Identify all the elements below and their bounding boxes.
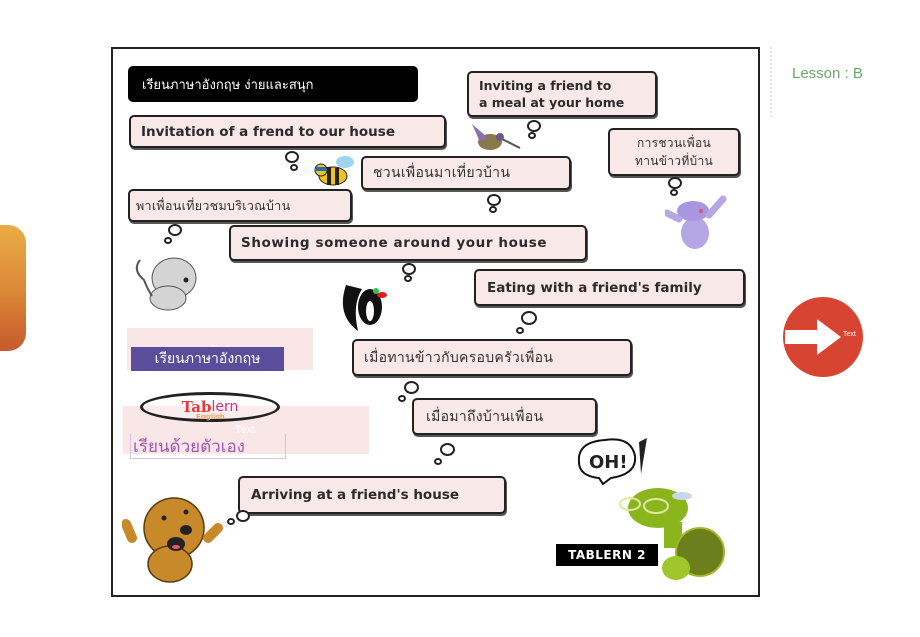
thought-circle	[516, 327, 524, 334]
bubble-text: Showing someone around your house	[241, 235, 548, 251]
logo-lern-text: lern	[211, 399, 239, 415]
bubble-text: Arriving at a friend's house	[251, 487, 460, 503]
turtle-illustration	[619, 488, 725, 580]
logo-tab-text: Tab	[181, 398, 212, 416]
title-text: เรียนภาษาอังกฤษ ง่ายและสนุก	[142, 77, 314, 93]
thought-circle	[404, 381, 419, 394]
thought-circle	[398, 395, 406, 402]
next-button-label: Text	[843, 331, 856, 338]
bubble-text: ชวนเพื่อนมาเที่ยวบ้าน	[373, 165, 511, 181]
thought-circle	[487, 194, 501, 206]
thought-circle	[489, 206, 497, 213]
bubble-arriving-th: เมื่อมาถึงบ้านเพื่อน	[412, 398, 597, 435]
thought-circle	[168, 224, 182, 236]
bubble-eating-family: Eating with a friend's family	[474, 269, 745, 306]
thought-circle	[528, 132, 536, 139]
bubble-text: พาเพื่อนเที่ยวชมบริเวณบ้าน	[136, 197, 291, 213]
badge-text: TABLERN 2	[568, 548, 646, 562]
logo-subtitle: English	[196, 413, 225, 421]
bubble-text: Eating with a friend's family	[487, 279, 702, 296]
thought-circle	[227, 518, 235, 525]
bubble-inviting-meal: Inviting a friend to a meal at your home	[467, 71, 657, 117]
bubble-text: เมื่อมาถึงบ้านเพื่อน	[426, 408, 544, 425]
cat-illustration	[135, 257, 197, 311]
bubble-text: เมื่อทานข้าวกับครอบครัวเพื่อน	[364, 349, 554, 366]
thought-circle	[440, 443, 455, 456]
hummingbird-illustration	[472, 124, 521, 150]
learn-english-text: เรียนภาษาอังกฤษ	[154, 351, 261, 367]
bubble-arriving: Arriving at a friend's house	[238, 476, 506, 514]
self-study-text: เรียนด้วยตัวเอง	[133, 436, 245, 457]
thought-circle	[521, 311, 537, 325]
dog-illustration	[122, 497, 223, 583]
bubble-eating-family-th: เมื่อทานข้าวกับครอบครัวเพื่อน	[352, 339, 632, 376]
self-study-label: เรียนด้วยตัวเอง	[130, 434, 286, 459]
tablern-badge: TABLERN 2	[556, 544, 658, 566]
tablern-logo: Tab lern	[140, 392, 280, 422]
thought-circle	[668, 177, 682, 189]
bee-illustration	[314, 156, 354, 186]
thought-circle	[434, 458, 442, 465]
thought-circle	[285, 151, 299, 163]
bubble-line: Inviting a friend to	[479, 78, 612, 93]
placeholder-text: Text	[235, 424, 256, 436]
lesson-label: Lesson : B	[792, 65, 863, 82]
bubble-invitation: Invitation of a frend to our house	[129, 115, 446, 148]
learn-english-label: เรียนภาษาอังกฤษ	[131, 347, 284, 371]
thought-circle	[290, 164, 298, 171]
exclamation-text: OH!	[589, 452, 628, 473]
thought-circle	[402, 263, 416, 275]
bubble-invite-visit-th: ชวนเพื่อนมาเที่ยวบ้าน	[361, 156, 571, 190]
skunk-illustration	[342, 285, 387, 331]
side-tab[interactable]	[0, 225, 26, 351]
bubble-line: ทานข้าวที่บ้าน	[635, 154, 713, 168]
bubble-line: การชวนเพื่อน	[637, 136, 711, 150]
divider	[770, 47, 772, 117]
next-button[interactable]: Text	[783, 297, 863, 377]
oh-exclamation-illustration: OH!	[577, 438, 647, 486]
arrow-right-icon	[785, 319, 841, 355]
thought-circle	[670, 189, 678, 196]
thought-circle	[404, 275, 412, 282]
thought-circle	[527, 120, 541, 132]
bubble-text: Invitation of a frend to our house	[141, 123, 395, 140]
bubble-invite-meal-th: การชวนเพื่อน ทานข้าวที่บ้าน	[608, 128, 740, 176]
hippo-illustration	[665, 195, 727, 249]
title-banner: เรียนภาษาอังกฤษ ง่ายและสนุก	[128, 66, 418, 102]
bubble-show-around: Showing someone around your house	[229, 225, 587, 261]
thought-circle	[164, 237, 172, 244]
bubble-line: a meal at your home	[479, 95, 625, 110]
bubble-show-around-th: พาเพื่อนเที่ยวชมบริเวณบ้าน	[128, 189, 352, 222]
thought-circle	[236, 510, 250, 522]
